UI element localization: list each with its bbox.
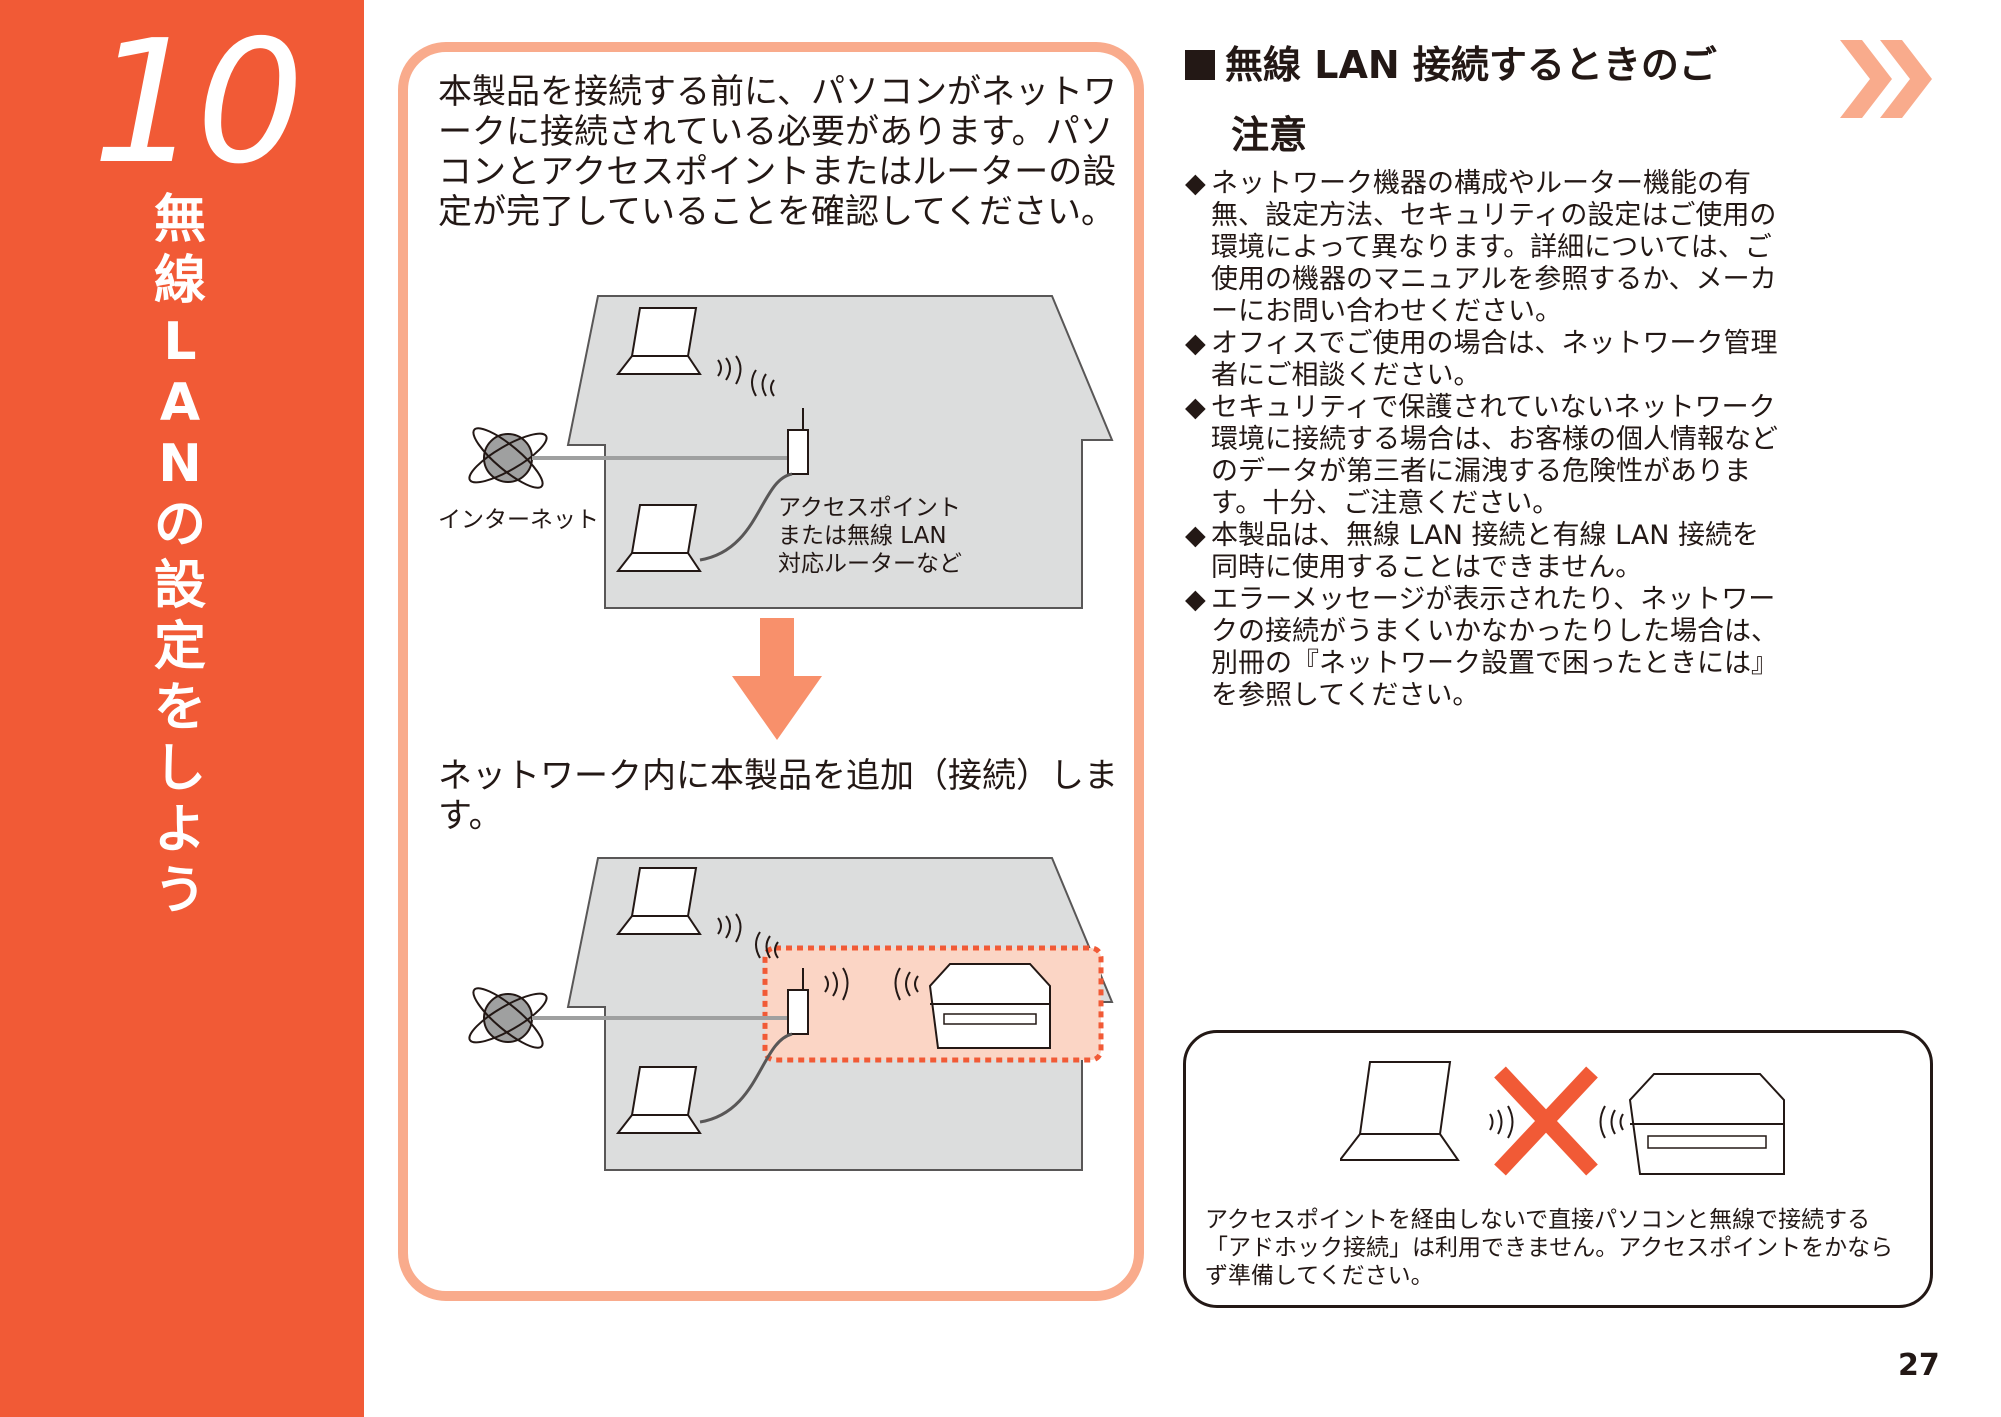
laptop-icon [615, 307, 702, 375]
note-text: 本製品は、無線 LAN 接続と有線 LAN 接続を同時に使用することはできません… [1211, 520, 1759, 583]
notes-list: ◆ネットワーク機器の構成やルーター機能の有無、設定方法、セキュリティの設定はご使… [1185, 168, 1785, 712]
laptop-icon [615, 504, 702, 572]
chapter-title-char: A [159, 373, 201, 433]
chapter-title-char: 無 [153, 190, 206, 250]
chapter-number: 10 [92, 4, 304, 202]
diamond-bullet-icon: ◆ [1185, 328, 1206, 359]
access-point-icon [787, 968, 809, 1035]
internet-globe-icon [468, 987, 548, 1049]
notes-heading: 無線 LAN 接続するときのご 注意 [1185, 30, 1785, 170]
chapter-title: 無 線 L A N の 設 定 を し よ う [140, 190, 220, 922]
chapter-title-char: 設 [153, 556, 206, 616]
adhoc-diagram [1340, 1052, 1790, 1192]
printer-icon [928, 963, 1051, 1049]
heading-line: 注意 [1231, 113, 1308, 157]
list-item: ◆セキュリティで保護されていないネットワーク環境に接続する場合は、お客様の個人情… [1185, 392, 1785, 520]
lead-text: 本製品を接続する前に、パソコンがネットワークに接続されている必要があります。パソ… [438, 72, 1117, 232]
adhoc-caution-text: アクセスポイントを経由しないで直接パソコンと無線で接続する「アドホック接続」は利… [1205, 1207, 1894, 1289]
list-item: ◆オフィスでご使用の場合は、ネットワーク管理者にご相談ください。 [1185, 328, 1785, 392]
laptop-icon [615, 1066, 702, 1134]
note-text: ネットワーク機器の構成やルーター機能の有無、設定方法、セキュリティの設定はご使用… [1211, 168, 1777, 327]
chapter-title-char: 定 [153, 617, 206, 677]
next-page-chevron-icon [1840, 40, 1936, 122]
chapter-title-char: の [153, 495, 206, 555]
down-arrow-icon [732, 618, 822, 744]
ap-label-line: アクセスポイント [778, 495, 961, 521]
list-item: ◆本製品は、無線 LAN 接続と有線 LAN 接続を同時に使用することはできませ… [1185, 520, 1785, 584]
laptop-icon [615, 867, 702, 935]
chapter-title-char: N [158, 434, 202, 494]
ap-label: アクセスポイント または無線 LAN 対応ルーターなど [778, 494, 962, 578]
adhoc-caution-box [1183, 1030, 1933, 1308]
cross-icon [1494, 1066, 1598, 1176]
ap-label-line: 対応ルーターなど [778, 551, 962, 577]
diamond-bullet-icon: ◆ [1185, 520, 1206, 551]
chapter-title-char: 線 [153, 251, 206, 311]
house-shape [566, 295, 1114, 609]
chapter-title-char: う [153, 861, 206, 921]
chapter-title-char: し [153, 739, 206, 799]
network-diagram-before [430, 290, 1130, 620]
diamond-bullet-icon: ◆ [1185, 168, 1206, 199]
access-point-icon [787, 408, 809, 475]
heading-line: 無線 LAN 接続するときのご [1225, 43, 1717, 87]
diamond-bullet-icon: ◆ [1185, 392, 1206, 423]
note-text: オフィスでご使用の場合は、ネットワーク管理者にご相談ください。 [1211, 328, 1778, 391]
printer-icon [1628, 1073, 1785, 1175]
laptop-icon [1340, 1061, 1460, 1161]
chapter-title-char: よ [153, 800, 206, 860]
list-item: ◆エラーメッセージが表示されたり、ネットワークの接続がうまくいかなかったりした場… [1185, 584, 1785, 712]
chapter-title-char: を [153, 678, 206, 738]
internet-globe-icon [468, 427, 548, 489]
ap-label-line: または無線 LAN [778, 523, 947, 549]
chapter-title-char: L [163, 312, 197, 372]
note-text: セキュリティで保護されていないネットワーク環境に接続する場合は、お客様の個人情報… [1211, 392, 1778, 519]
diamond-bullet-icon: ◆ [1185, 584, 1206, 615]
heading-square-icon [1185, 50, 1215, 80]
note-text: エラーメッセージが表示されたり、ネットワークの接続がうまくいかなかったりした場合… [1211, 584, 1778, 711]
internet-label: インターネット [438, 507, 599, 533]
list-item: ◆ネットワーク機器の構成やルーター機能の有無、設定方法、セキュリティの設定はご使… [1185, 168, 1785, 328]
lead-text-2: ネットワーク内に本製品を追加（接続）します。 [438, 756, 1118, 836]
page-number: 27 [1898, 1348, 1940, 1383]
chapter-sidebar: 10 無 線 L A N の 設 定 を し よ う [0, 0, 364, 1417]
network-diagram-after [430, 852, 1130, 1182]
